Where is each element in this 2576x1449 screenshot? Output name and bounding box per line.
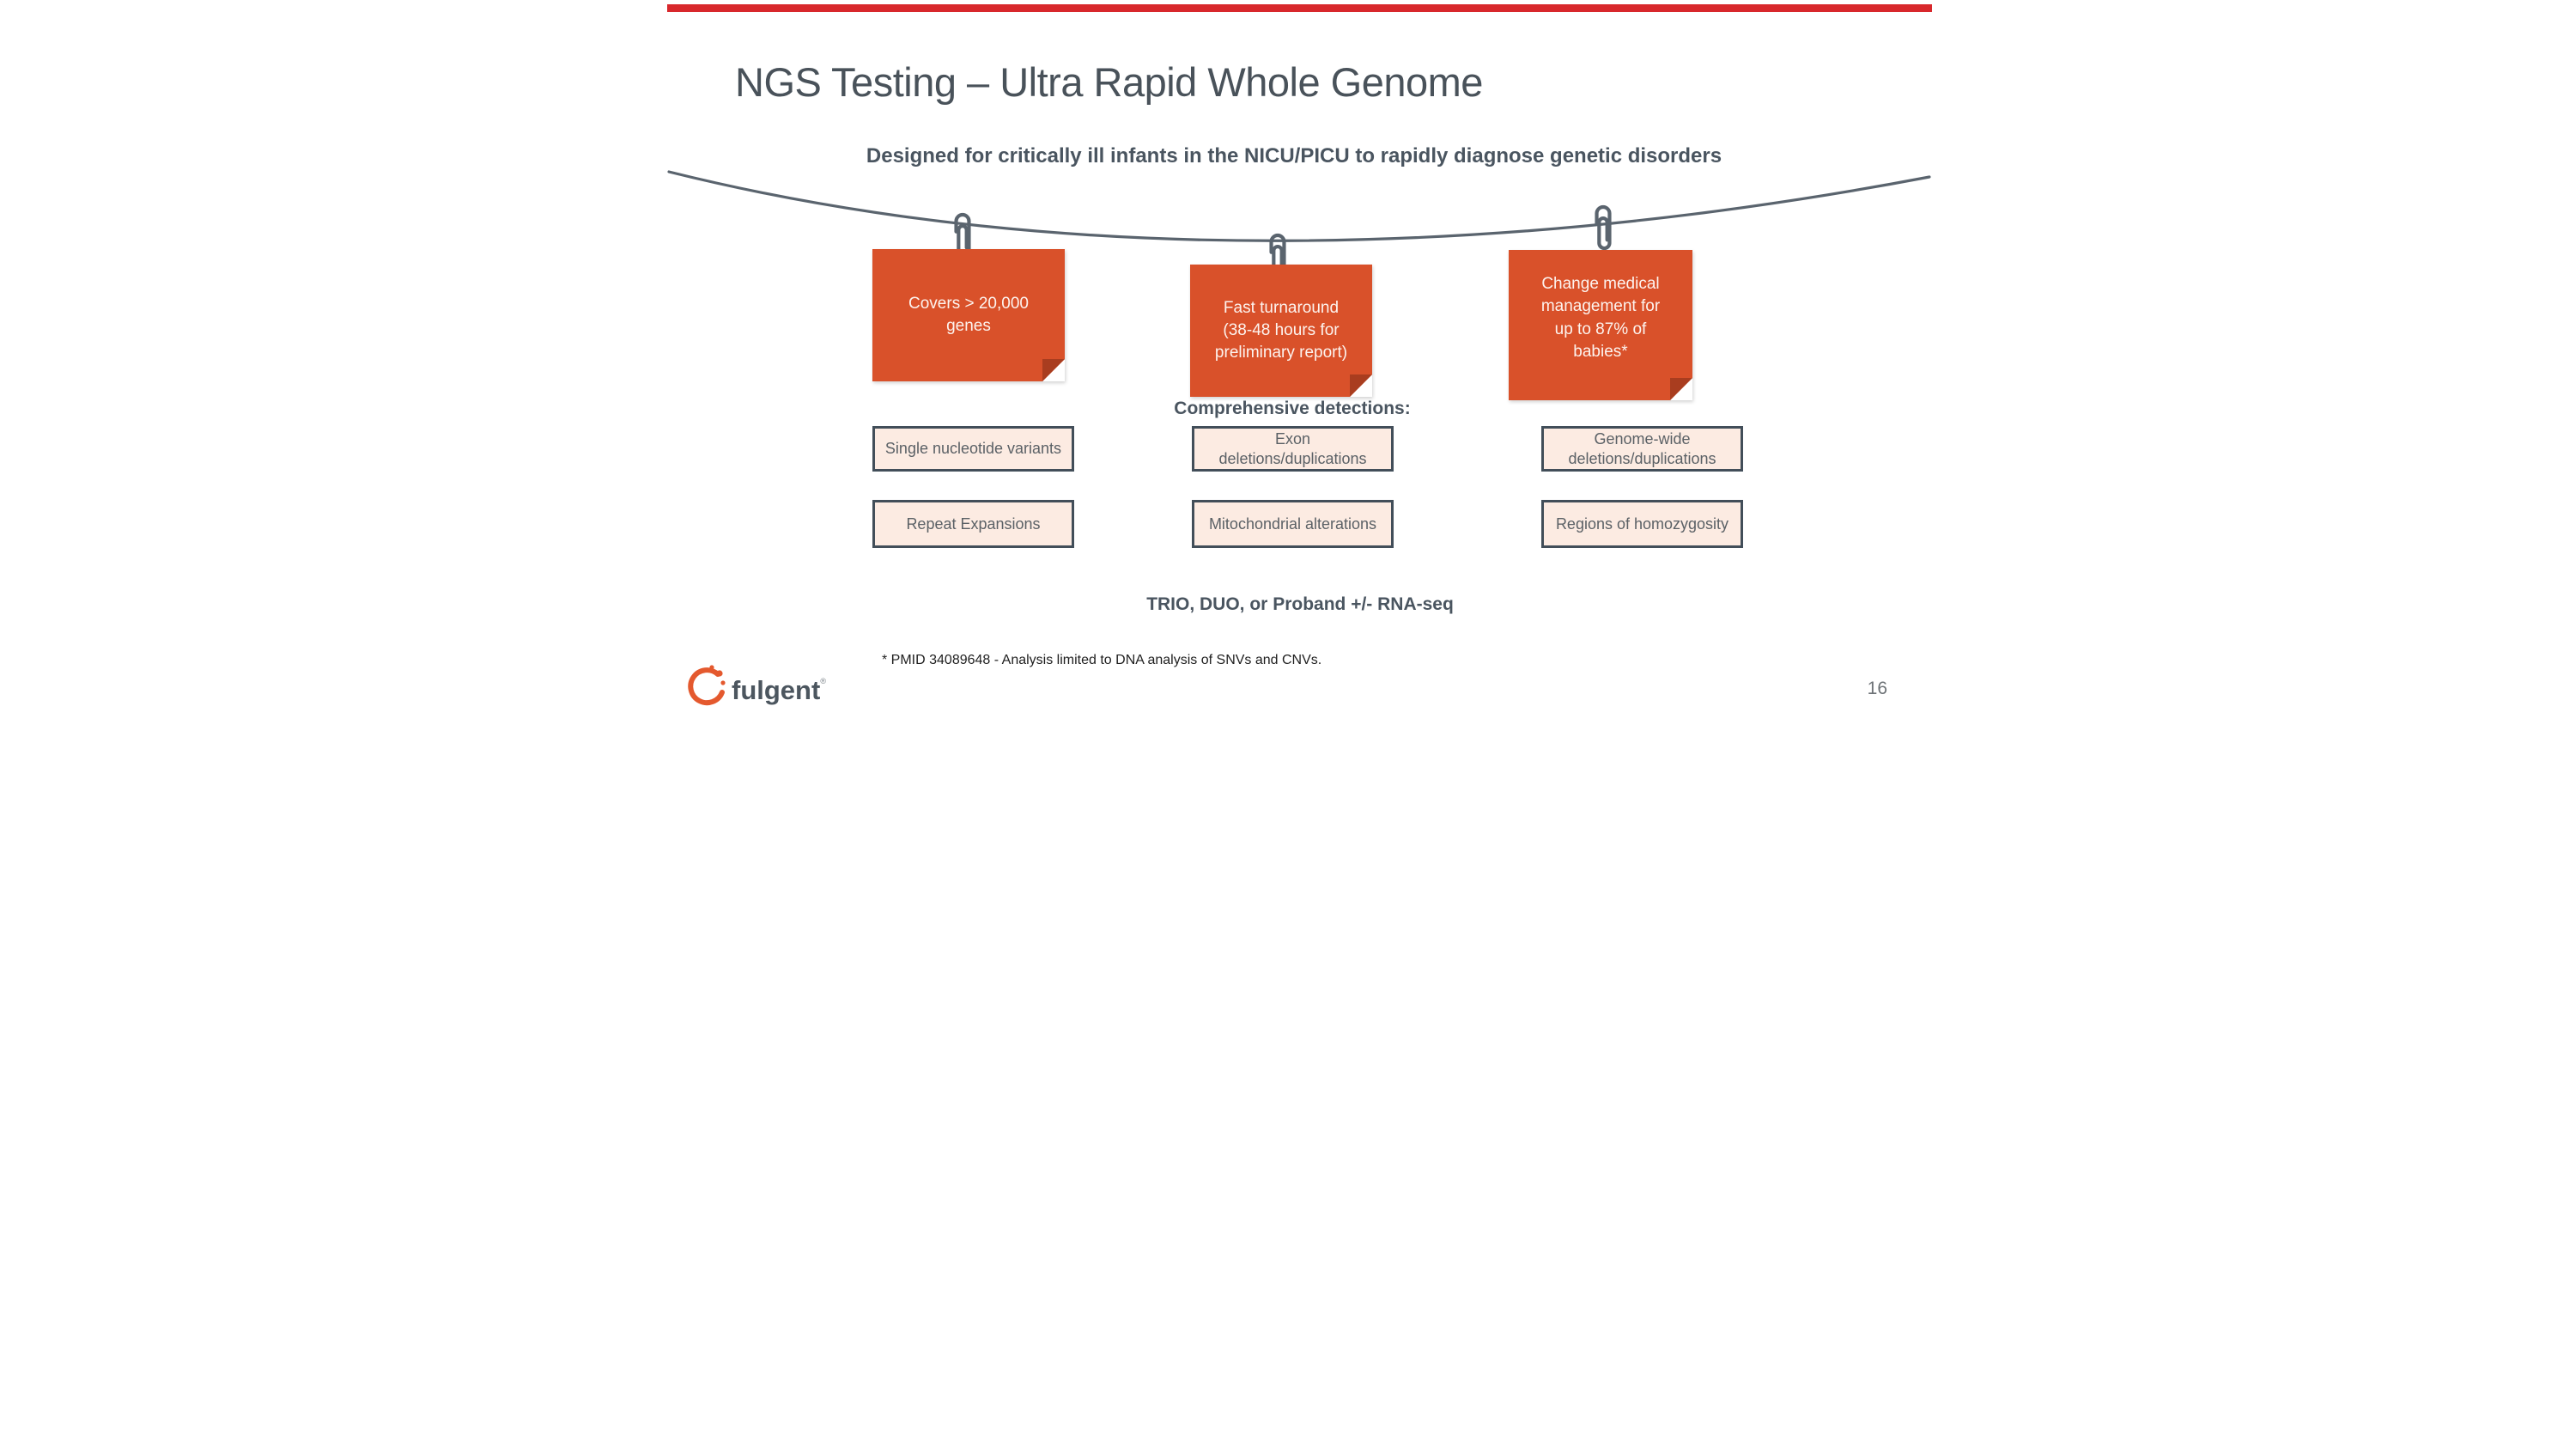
fulgent-wordmark: fulgent® [732,675,826,705]
detection-box-exon: Exon deletions/duplications [1192,426,1394,472]
sticky-note-coverage: Covers > 20,000 genes [872,249,1065,381]
detections-heading: Comprehensive detections: [1174,399,1411,418]
sticky-note-text: Covers > 20,000 genes [908,294,1029,335]
top-accent-bar [667,4,1932,12]
detection-box-mitochondrial: Mitochondrial alterations [1192,500,1394,548]
slide-subtitle: Designed for critically ill infants in t… [866,144,1722,167]
slide-canvas: NGS Testing – Ultra Rapid Whole Genome D… [644,0,1932,724]
sticky-note-text: Fast turnaround (38-48 hours for prelimi… [1214,298,1348,362]
sticky-note-turnaround: Fast turnaround (38-48 hours for prelimi… [1190,265,1372,397]
paperclip-icon [1595,204,1612,251]
detection-box-snv: Single nucleotide variants [872,426,1074,472]
sticky-note-management: Change medical management for up to 87% … [1509,250,1692,400]
detection-box-genome-wide: Genome-wide deletions/duplications [1541,426,1743,472]
page-number: 16 [1867,679,1887,698]
slide-title: NGS Testing – Ultra Rapid Whole Genome [735,59,1483,105]
sticky-note-text: Change medical management for up to 87% … [1540,275,1661,361]
footnote-text: * PMID 34089648 - Analysis limited to DN… [882,653,1322,667]
fulgent-logo: fulgent® [683,663,826,711]
note-folded-corner [1350,374,1372,397]
note-folded-corner [1670,378,1692,400]
detection-box-homozygosity: Regions of homozygosity [1541,500,1743,548]
registered-mark: ® [820,677,826,685]
detection-box-repeat-expansions: Repeat Expansions [872,500,1074,548]
note-folded-corner [1042,359,1065,381]
strategy-line: TRIO, DUO, or Proband +/- RNA-seq [1146,594,1454,614]
fulgent-logo-icon [688,665,726,706]
